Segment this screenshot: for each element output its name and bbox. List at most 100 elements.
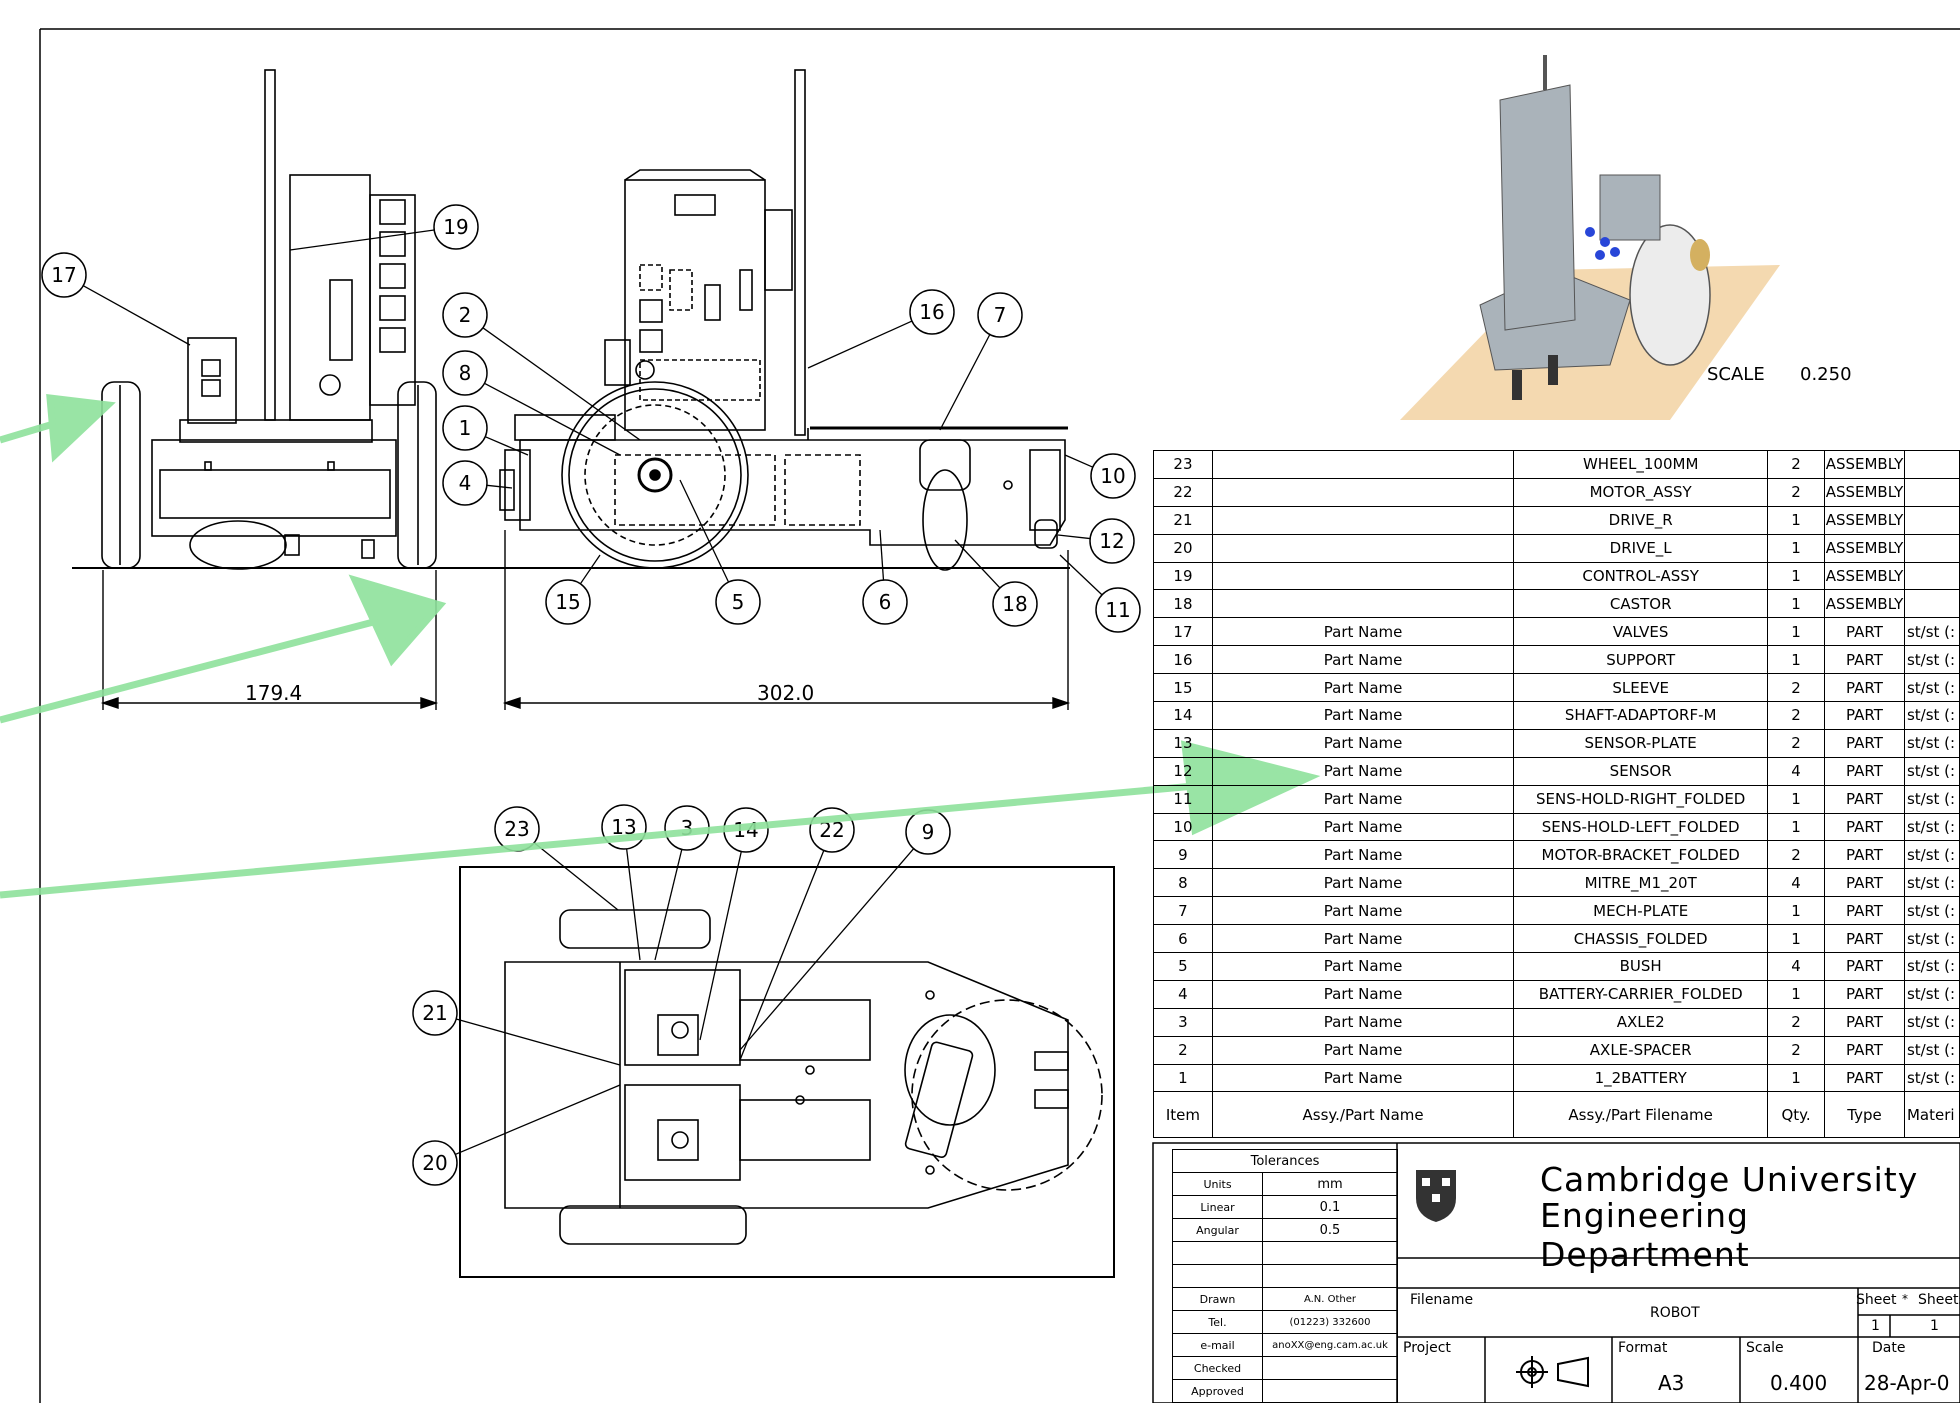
signoff-value: A.N. Other: [1262, 1287, 1398, 1311]
balloon-circle: [1090, 453, 1136, 499]
bom-cell-filename: AXLE-SPACER: [1513, 1035, 1769, 1065]
bom-cell-type: PART: [1823, 979, 1905, 1009]
balloon-number: 12: [1099, 529, 1124, 553]
tolerance-value: 0.5: [1262, 1218, 1398, 1242]
balloon-leader: [879, 529, 885, 581]
balloon-circle: [715, 579, 761, 625]
balloon-number: 7: [994, 303, 1007, 327]
bom-cell-name: Part Name: [1211, 1063, 1515, 1093]
side-view: [445, 69, 1070, 571]
bom-cell-item: 18: [1153, 589, 1213, 619]
balloon-leader: [1064, 454, 1094, 468]
plan-view: [459, 866, 1115, 1278]
signoff-value: [1262, 1379, 1398, 1403]
bom-cell-qty: 2: [1767, 1035, 1825, 1065]
balloon-number: 21: [422, 1001, 447, 1025]
bom-cell-type: PART: [1823, 701, 1905, 730]
university-crest-icon: [1416, 1170, 1456, 1222]
balloon-callouts: 1234567891011121314151617181920212223: [41, 204, 1141, 1186]
bom-cell-qty: 2: [1767, 477, 1825, 507]
bom-cell-name: Part Name: [1211, 617, 1515, 647]
balloon-leader: [739, 848, 915, 1051]
bom-cell-material: st/st (:: [1903, 812, 1960, 842]
balloon-leader: [939, 334, 991, 431]
balloon-leader: [289, 229, 435, 251]
bom-cell-material: [1903, 505, 1960, 535]
balloon-circle: [412, 1140, 458, 1186]
tolerance-label: Angular: [1172, 1218, 1263, 1242]
balloon-number: 9: [922, 820, 935, 844]
bom-cell-type: ASSEMBLY: [1823, 505, 1905, 535]
sheet-separator: *: [1902, 1292, 1908, 1306]
signoff-label: Approved: [1172, 1379, 1263, 1403]
balloon-circle: [1089, 518, 1135, 564]
bom-cell-material: st/st (:: [1903, 896, 1960, 926]
bom-cell-filename: DRIVE_R: [1513, 505, 1769, 535]
balloon-circle: [442, 460, 488, 506]
bom-cell-item: 6: [1153, 924, 1213, 954]
balloon-leader: [654, 849, 683, 961]
balloon-circle: [442, 292, 488, 338]
balloon-number: 10: [1100, 464, 1125, 488]
balloon-leader: [807, 320, 913, 369]
balloon-number: 17: [51, 263, 76, 287]
iso-scale-caption: SCALE: [1707, 364, 1765, 385]
bom-cell-qty: 1: [1767, 617, 1825, 647]
bom-header-filename: Assy./Part Filename: [1513, 1091, 1769, 1139]
balloon-leader: [533, 842, 619, 911]
bom-cell-material: [1903, 477, 1960, 507]
bom-cell-name: Part Name: [1211, 645, 1515, 675]
balloon-leader: [486, 484, 513, 489]
project-label: Project: [1403, 1340, 1451, 1356]
dimension-length: [502, 530, 1071, 710]
bom-cell-filename: SENS-HOLD-LEFT_FOLDED: [1513, 812, 1769, 842]
bom-cell-item: 7: [1153, 896, 1213, 926]
bom-cell-name: Part Name: [1211, 952, 1515, 981]
date-value: 28-Apr-0: [1864, 1371, 1950, 1395]
bom-cell-qty: 2: [1767, 701, 1825, 730]
signoff-row: Checked: [1172, 1356, 1398, 1380]
bom-cell-item: 5: [1153, 952, 1213, 981]
tolerance-label: [1172, 1241, 1263, 1265]
bom-header-item: Item: [1153, 1091, 1213, 1139]
balloon-leader: [484, 436, 529, 456]
bom-cell-filename: 1_2BATTERY: [1513, 1063, 1769, 1093]
bom-cell-qty: 4: [1767, 756, 1825, 786]
bom-cell-type: ASSEMBLY: [1823, 533, 1905, 563]
balloon-leader: [482, 327, 641, 441]
balloon-leader: [699, 851, 742, 1041]
balloon-number: 16: [919, 300, 944, 324]
bom-cell-name: Part Name: [1211, 924, 1515, 954]
bom-cell-material: st/st (:: [1903, 979, 1960, 1009]
tolerance-label: Units: [1172, 1172, 1263, 1196]
balloon-number: 15: [555, 590, 580, 614]
signoff-label: Drawn: [1172, 1287, 1263, 1311]
balloon-circle: [41, 252, 87, 298]
signoff-row: Approved: [1172, 1379, 1398, 1403]
bom-cell-filename: CONTROL-ASSY: [1513, 561, 1769, 591]
tolerance-value: [1262, 1264, 1398, 1288]
sheet-label: Sheet: [1856, 1292, 1897, 1308]
bom-cell-material: st/st (:: [1903, 756, 1960, 786]
bom-cell-type: PART: [1823, 645, 1905, 675]
balloon-number: 2: [459, 303, 472, 327]
bom-cell-item: 8: [1153, 868, 1213, 898]
balloon-leader: [954, 539, 1001, 589]
balloon-leader: [1057, 534, 1091, 540]
bom-cell-type: PART: [1823, 868, 1905, 898]
bom-cell-name: Part Name: [1211, 1007, 1515, 1037]
bom-cell-material: st/st (:: [1903, 868, 1960, 898]
bom-cell-type: PART: [1823, 812, 1905, 842]
balloon-number: 19: [443, 215, 468, 239]
balloon-circle: [862, 579, 908, 625]
